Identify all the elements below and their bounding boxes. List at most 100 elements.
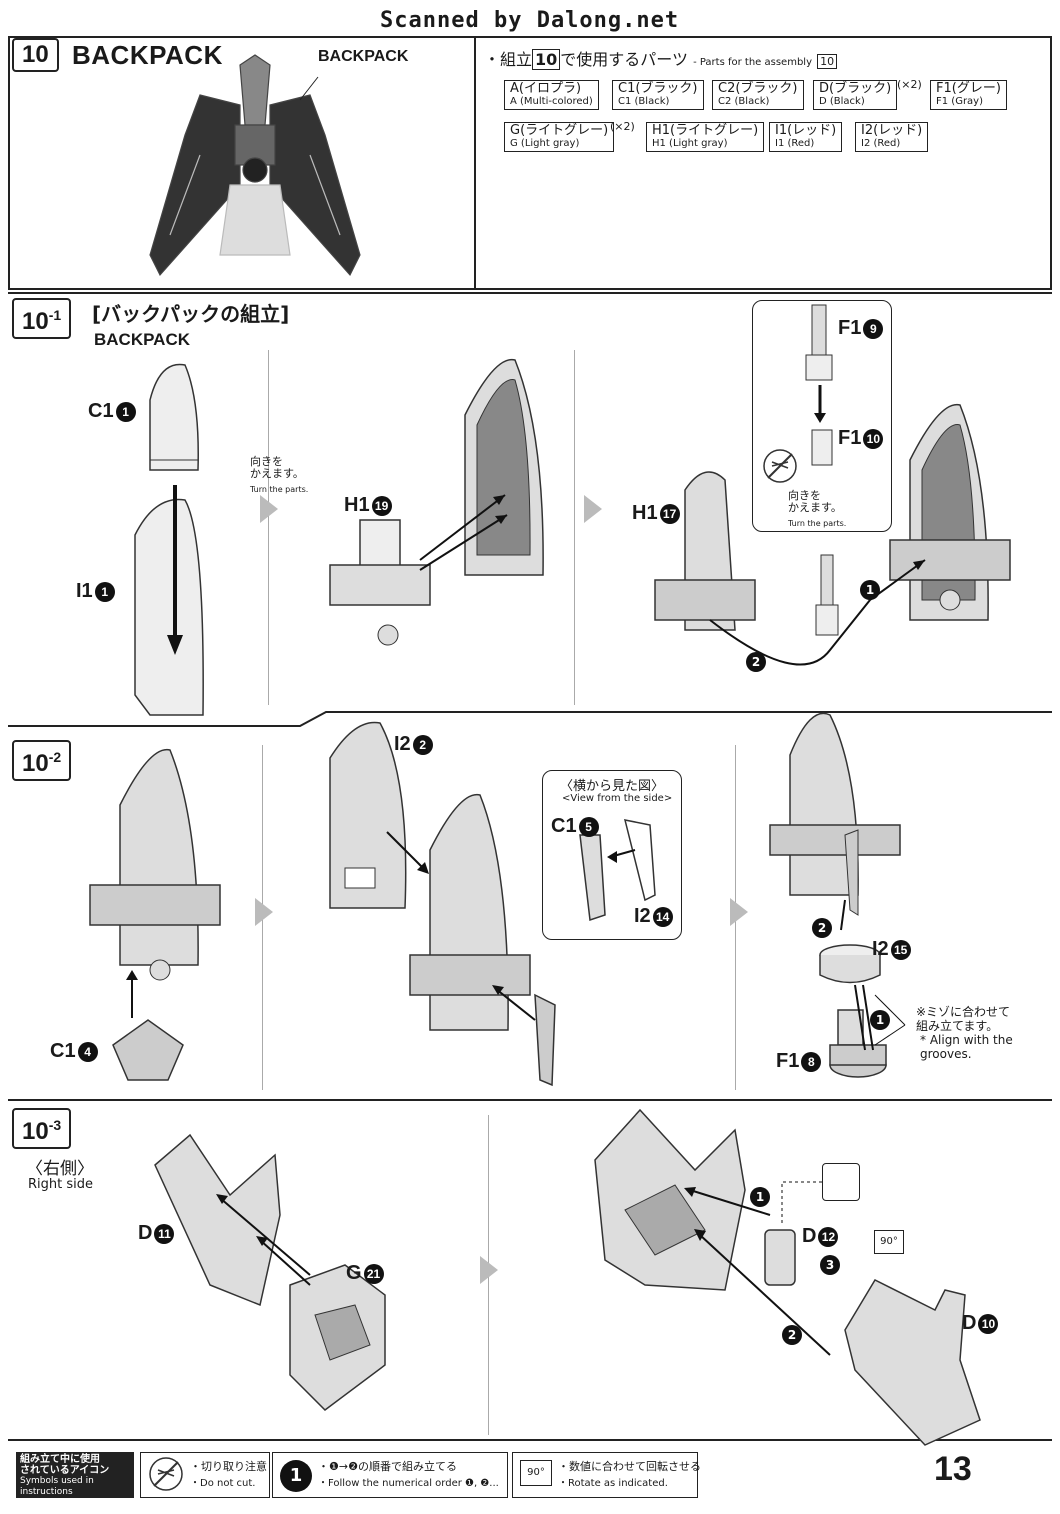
order-3-badge-10-3: 3 <box>820 1255 840 1275</box>
groove-note-en: * Align with the grooves. <box>920 1033 1013 1061</box>
arrow-fin <box>492 985 536 1021</box>
arrows-10-3-left <box>216 1194 311 1286</box>
part-chip-en: C1 (Black) <box>618 96 670 107</box>
part-assembled-2-illustration <box>769 712 901 916</box>
step-number-10: 10 <box>12 38 59 72</box>
part-chip-jp: C1(ブラック) <box>618 81 698 96</box>
footer-icons-title: 組み立て中に使用 されているアイコン Symbols used in instr… <box>16 1452 134 1498</box>
part-f1-illustration <box>805 304 833 466</box>
divider-line <box>574 350 575 705</box>
part-chip-jp: A(イロプラ) <box>510 81 582 96</box>
part-chip: I2(レッド)I2 (Red) <box>855 122 929 152</box>
turn-parts-note-en: Turn the parts. <box>250 485 309 494</box>
part-f1-loose-illustration <box>815 554 839 636</box>
part-chip-en: H1 (Light gray) <box>652 138 728 149</box>
part-chip-en: G (Light gray) <box>510 138 580 149</box>
arrow-up <box>126 970 138 1018</box>
do-not-cut-icon <box>763 449 797 483</box>
footer-rotate-en: ・Rotate as indicated. <box>558 1478 668 1489</box>
side-view-title-en: <View from the side> <box>562 793 673 804</box>
part-chip-en: D (Black) <box>819 96 865 107</box>
part-chip-jp: C2(ブラック) <box>718 81 798 96</box>
footer-order-en: ・Follow the numerical order ❶, ❷... <box>318 1478 499 1489</box>
order-2-badge-10-2: 2 <box>812 918 832 938</box>
part-chip-jp: F1(グレー) <box>936 81 1001 96</box>
step-10-1-frame <box>8 292 1052 714</box>
assembly-lines-10-2 <box>840 899 906 1051</box>
right-side-label: 〈右側〉 <box>26 1159 94 1179</box>
footer-order-box <box>272 1452 508 1498</box>
order-1-badge-10-3: 1 <box>750 1187 770 1207</box>
step-number-10-2: 10-2 <box>12 740 72 781</box>
part-chip: D(ブラック)D (Black) <box>813 80 898 110</box>
part-chip-jp: D(ブラック) <box>819 81 892 96</box>
part-chip-en: I1 (Red) <box>775 138 815 149</box>
step-number-10-1: 10-1 <box>12 298 72 339</box>
footer-cut-box <box>140 1452 270 1498</box>
part-chip-jp: I1(レッド) <box>775 123 837 138</box>
groove-note: ※ミゾに合わせて 組み立てます。 <box>916 1005 1011 1033</box>
rotate-90-badge: 90° <box>874 1230 904 1254</box>
assembly-arrows <box>419 494 508 571</box>
scan-credit: Scanned by Dalong.net <box>380 8 680 33</box>
part-chip: F1(グレー)F1 (Gray) <box>930 80 1007 110</box>
part-d12-illustration <box>764 1229 796 1286</box>
footer-cut-en: ・Do not cut. <box>190 1478 256 1489</box>
footer-rotate-jp: ・数値に合わせて回転させる <box>558 1460 701 1473</box>
part-chip-en: A (Multi-colored) <box>510 96 593 107</box>
part-h1-19-illustration <box>329 519 431 646</box>
part-chip-multiplier: (×2) <box>610 120 635 133</box>
next-step-arrow <box>584 495 602 523</box>
part-chip-jp: I2(レッド) <box>861 123 923 138</box>
footer-cut-jp: ・切り取り注意 <box>190 1460 267 1473</box>
part-backpack-assembled-illustration <box>889 403 1011 621</box>
order-2-badge: 2 <box>746 652 766 672</box>
next-step-arrow <box>255 898 273 926</box>
section-10-panel <box>8 36 476 290</box>
part-chip: C1(ブラック)C1 (Black) <box>612 80 704 110</box>
part-chip: A(イロプラ)A (Multi-colored) <box>504 80 599 110</box>
assembly-arrow-path <box>709 559 926 666</box>
parts-list-panel <box>476 36 1052 290</box>
footer-icons-title-jp: 組み立て中に使用 されているアイコン <box>20 1454 110 1476</box>
part-f1-8-illustration <box>829 1009 887 1078</box>
footer-icons-title-en: Symbols used in instructions <box>20 1476 94 1497</box>
footer-rotate-box <box>512 1452 698 1498</box>
part-chip-multiplier: (×2) <box>897 78 922 91</box>
turn-parts-note-2-en: Turn the parts. <box>788 519 847 528</box>
part-i2-14-fin <box>534 993 556 1087</box>
part-c1-4-illustration <box>112 1019 184 1081</box>
part-chip-en: C2 (Black) <box>718 96 770 107</box>
side-view-box <box>542 770 682 940</box>
side-view-illustration <box>579 819 656 922</box>
part-chip-jp: H1(ライトグレー) <box>652 123 759 138</box>
part-chip: H1(ライトグレー)H1 (Light gray) <box>646 122 765 152</box>
divider-line <box>268 350 269 705</box>
order-1-badge: 1 <box>860 580 880 600</box>
part-d10-illustration <box>844 1279 981 1446</box>
turn-parts-note-2: 向きを かえます。 <box>788 489 842 514</box>
order-1-badge-10-2: 1 <box>870 1010 890 1030</box>
f1-detail-box <box>752 300 892 532</box>
part-assembled-wing-illustration <box>594 1108 746 1291</box>
next-step-arrow <box>730 898 748 926</box>
part-g21-illustration <box>289 1264 386 1411</box>
part-i2-15-ring <box>819 944 881 984</box>
step-10-1-backpack-label: BACKPACK <box>94 330 191 349</box>
page-number: 13 <box>934 1450 972 1488</box>
part-chip-en: I2 (Red) <box>861 138 901 149</box>
footer-order-jp: ・❶→❷の順番で組み立てる <box>318 1460 457 1473</box>
section-title: BACKPACK <box>72 40 223 70</box>
peg-detail-box <box>822 1163 860 1201</box>
